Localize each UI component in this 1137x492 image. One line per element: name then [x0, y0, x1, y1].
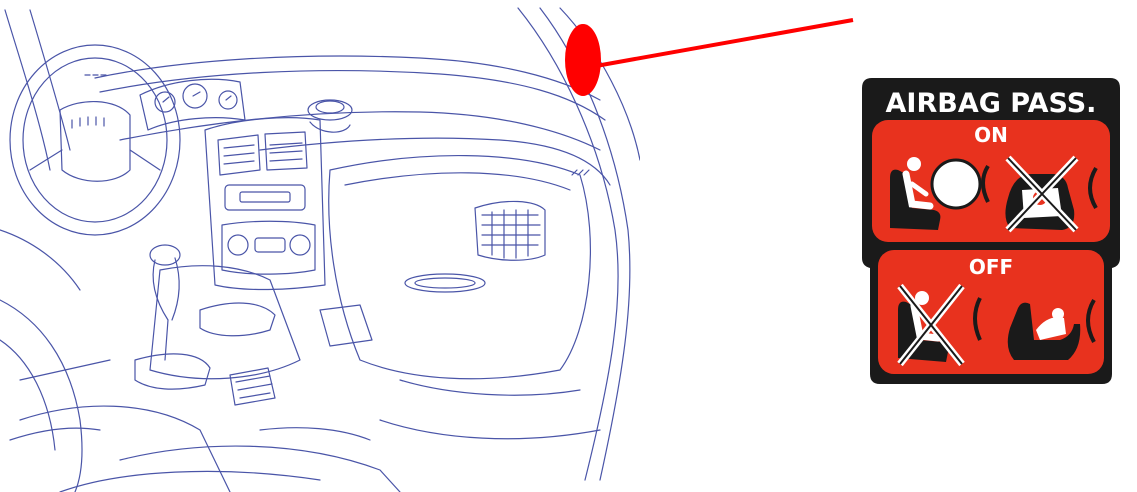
label-title: AIRBAG PASS. — [886, 88, 1097, 119]
off-label: OFF — [969, 255, 1013, 279]
on-label: ON — [974, 123, 1008, 147]
airbag-pass-label: AIRBAG PASS. ON OFF — [862, 78, 1120, 384]
dashboard-illustration — [0, 0, 640, 492]
